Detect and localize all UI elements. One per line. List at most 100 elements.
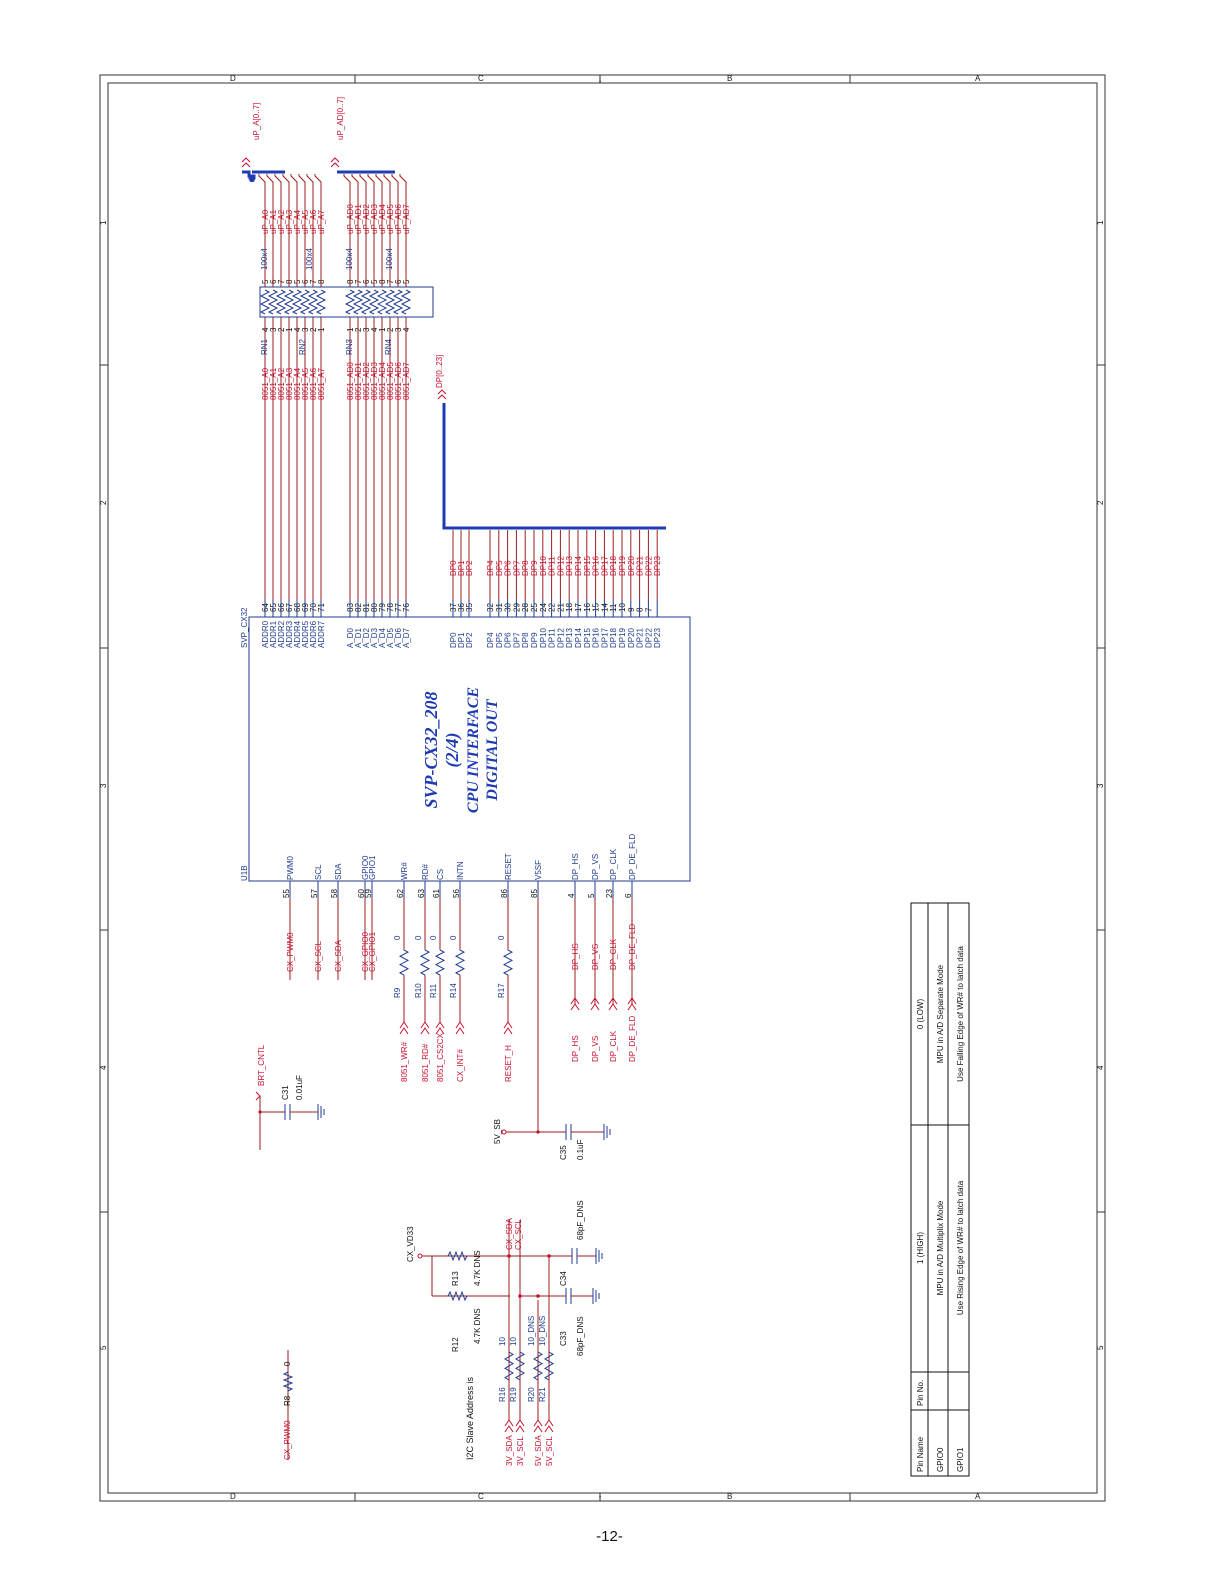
rn-resistor-element [368, 289, 380, 315]
offpage-arrow [590, 997, 600, 1005]
rn-resistor-element [352, 289, 364, 315]
resistor-network-block [259, 286, 434, 318]
series-resistor-element [419, 949, 431, 976]
frame-col-number: 4 [1096, 1065, 1105, 1070]
offpage-arrow [503, 1027, 513, 1035]
offpage-arrow [399, 1021, 409, 1029]
ic-pin-name: ADDR3 [285, 620, 294, 648]
series-net-label: CX_INT# [456, 1049, 465, 1082]
ic-pin-name: SCL [314, 864, 323, 880]
rn-ref: RN1 [260, 338, 269, 355]
dp-net-label: DP7 [512, 560, 521, 576]
ic-ref-label: U1B [240, 865, 249, 881]
dp-bus-arrow [437, 394, 447, 400]
bus-entry-wire [258, 174, 266, 287]
i2c-series-resistors: 10R163V_SDA10R193V_SCL10_DNSR205V_SDA10_… [498, 1316, 554, 1466]
series-resistor-value: 0 [497, 935, 506, 940]
rn-left-pin: 4 [370, 327, 379, 332]
cx-vd33-label: CX_VD33 [406, 1226, 415, 1262]
bottom-net-label: DP_VS [591, 944, 600, 970]
rn-left-net: 8051_AD0 [346, 362, 355, 400]
r8-circuit: CX_PWM0 R8 0 [282, 1350, 294, 1460]
r12-resistor [447, 1290, 468, 1302]
bus-entry-wire [359, 174, 367, 287]
ic-pin-name: A_D1 [354, 627, 363, 648]
ic-pin-name: SDA [334, 863, 343, 880]
dp-net-label: DP10 [539, 555, 548, 576]
ic-pin-name: DP_HS [571, 853, 580, 880]
ic-pin-number: 58 [330, 889, 339, 898]
table-cell: MPU in A/D Multiplix Mode [936, 1200, 945, 1295]
rn-left-net: 8051_A6 [309, 367, 318, 400]
ic-pin-name: ADDR4 [293, 620, 302, 648]
r12-ref: R12 [451, 1337, 460, 1352]
cx-scl-net: CX_SCL [514, 1218, 523, 1250]
bottom-net-label: CX_GPIO0 [361, 931, 370, 972]
i2c-note: I2C Slave Address is [465, 1376, 475, 1460]
i2c-resistor-element [533, 1351, 543, 1381]
ic-pin-number: 6 [624, 893, 633, 898]
series-resistor-element [434, 949, 446, 976]
rn-left-net: 8051_A0 [261, 367, 270, 400]
addr-bus-arrow [241, 162, 251, 168]
bottom-net-label: CX_GPIO1 [368, 931, 377, 972]
rn-left-net: 8051_A2 [277, 367, 286, 400]
offpage-arrow [504, 1425, 514, 1433]
dp-net-label: DP6 [504, 560, 513, 576]
ic-pin-number: 60 [357, 889, 366, 898]
offpage-arrow [455, 1021, 465, 1029]
offpage-arrow [435, 1021, 445, 1029]
dp-net-label: DP18 [609, 555, 618, 576]
ic-pin-number: 86 [500, 889, 509, 898]
ic-pin-name: DP1 [457, 632, 466, 648]
ic-pin-name: DP16 [592, 627, 601, 648]
offpage-arrow [608, 1003, 618, 1011]
series-resistor-element [454, 949, 466, 976]
rn-resistor-element [376, 289, 388, 315]
ground-icon [592, 1288, 600, 1304]
ic-pin-name: DP19 [618, 627, 627, 648]
offpage-arrow [503, 1021, 513, 1029]
table-header-cell: 1 (HIGH) [916, 1232, 925, 1264]
series-resistor-value: 0 [449, 935, 458, 940]
series-resistor-value: 0 [429, 935, 438, 940]
c31-ref: C31 [281, 1085, 290, 1100]
table-border [910, 902, 970, 1477]
ic-pin-name: A_D5 [386, 627, 395, 648]
series-resistor-element [398, 949, 410, 976]
dp-bus-vertical [442, 403, 490, 530]
ic-pin-number: 56 [452, 889, 461, 898]
frame-row-letter: B [727, 1492, 732, 1501]
ic-pin-name: CS [436, 869, 445, 880]
rn-left-pin: 3 [394, 327, 403, 332]
dp-net-label: DP21 [636, 555, 645, 576]
ic-pin-name: ADDR0 [261, 620, 270, 648]
frame-row-letter: C [478, 1492, 484, 1501]
series-resistor-ref: R14 [449, 983, 458, 998]
dp-net-label: DP12 [556, 555, 565, 576]
frame-col-number: 5 [99, 1345, 108, 1350]
ad-bus-label: uP_AD[0..7] [336, 97, 345, 140]
bottom-net-label: DP_HS [571, 943, 580, 970]
i2c-resistor-ref: R20 [527, 1387, 536, 1402]
ic-pin-name: DP13 [565, 627, 574, 648]
rn-value: 100x4 [385, 248, 394, 270]
bus-entry-wire [282, 174, 290, 287]
c35-value: 0.1uF [576, 1139, 585, 1160]
offpage-arrow [420, 1021, 430, 1029]
ic-pin-name: WR# [400, 862, 409, 880]
offpage-net-label: DP_CLK [609, 1030, 618, 1062]
rn-ref: RN2 [298, 338, 307, 355]
series-resistor-value: 0 [414, 935, 423, 940]
i2c-resistor-ref: R21 [538, 1387, 547, 1402]
ic-pin-name: DP8 [521, 632, 530, 648]
ic-pin-number: 59 [364, 889, 373, 898]
ic-pin-name: ADDR2 [277, 620, 286, 648]
table-cell: GPIO1 [956, 1447, 965, 1472]
offpage-arrow [515, 1425, 525, 1433]
bus-entry-wire [306, 174, 314, 287]
offpage-net-label: DP_DE_FLD [628, 1016, 637, 1062]
bottom-net-label: CX_SCL [314, 940, 323, 972]
ic-pin-name: DP12 [556, 627, 565, 648]
